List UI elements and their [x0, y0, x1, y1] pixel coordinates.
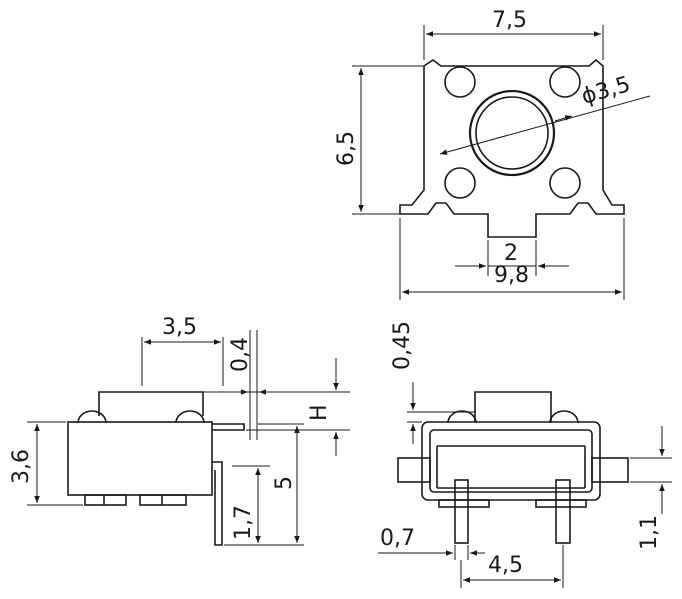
lead-pitch-label: 4,5 [488, 553, 523, 578]
lead-thickness-label: 1,1 [637, 515, 662, 550]
clearance-label: 0,45 [390, 321, 415, 370]
side-foot-left [84, 494, 127, 506]
front-pin-right [555, 479, 571, 544]
front-pin-left [454, 479, 469, 544]
width-label: 7,5 [492, 8, 527, 33]
front-lead-left [397, 457, 431, 483]
body-height-label: 3,6 [9, 449, 34, 484]
top-right-post [549, 66, 581, 98]
actuator-outer [468, 89, 556, 177]
bottom-right-post [549, 167, 581, 199]
plunger-offset-label: 3,5 [162, 315, 197, 340]
gap-label: 0,4 [228, 337, 253, 372]
side-plunger [98, 391, 204, 416]
side-right-post [175, 410, 205, 424]
front-lead-right [591, 457, 629, 483]
bottom-left-post [444, 167, 476, 199]
top-view-body [399, 58, 625, 238]
actuator-inner [475, 96, 549, 170]
front-view: 0,45 1,1 0,7 4,5 [378, 321, 672, 588]
height-label: 6,5 [334, 131, 359, 166]
side-body [67, 421, 213, 496]
lead-length-label: 1,7 [231, 505, 256, 540]
top-left-post [444, 66, 476, 98]
side-lead [212, 423, 245, 546]
tab-width-label: 2 [504, 241, 518, 266]
diameter-dim-line [439, 95, 651, 155]
diameter-label: ϕ3,5 [579, 72, 633, 110]
plunger-height-label: H [307, 404, 332, 421]
side-view: 3,5 0,4 3,6 H 5 1,7 [9, 315, 350, 546]
side-left-post [77, 410, 107, 424]
side-foot-right [139, 494, 187, 506]
front-plunger [474, 391, 552, 422]
total-height-label: 5 [272, 476, 297, 490]
overall-width-label: 9,8 [494, 263, 529, 288]
lead-width-label: 0,7 [380, 526, 415, 551]
front-body-frame [421, 421, 601, 501]
top-view: 7,5 6,5 ϕ3,5 2 9,8 [334, 8, 651, 300]
